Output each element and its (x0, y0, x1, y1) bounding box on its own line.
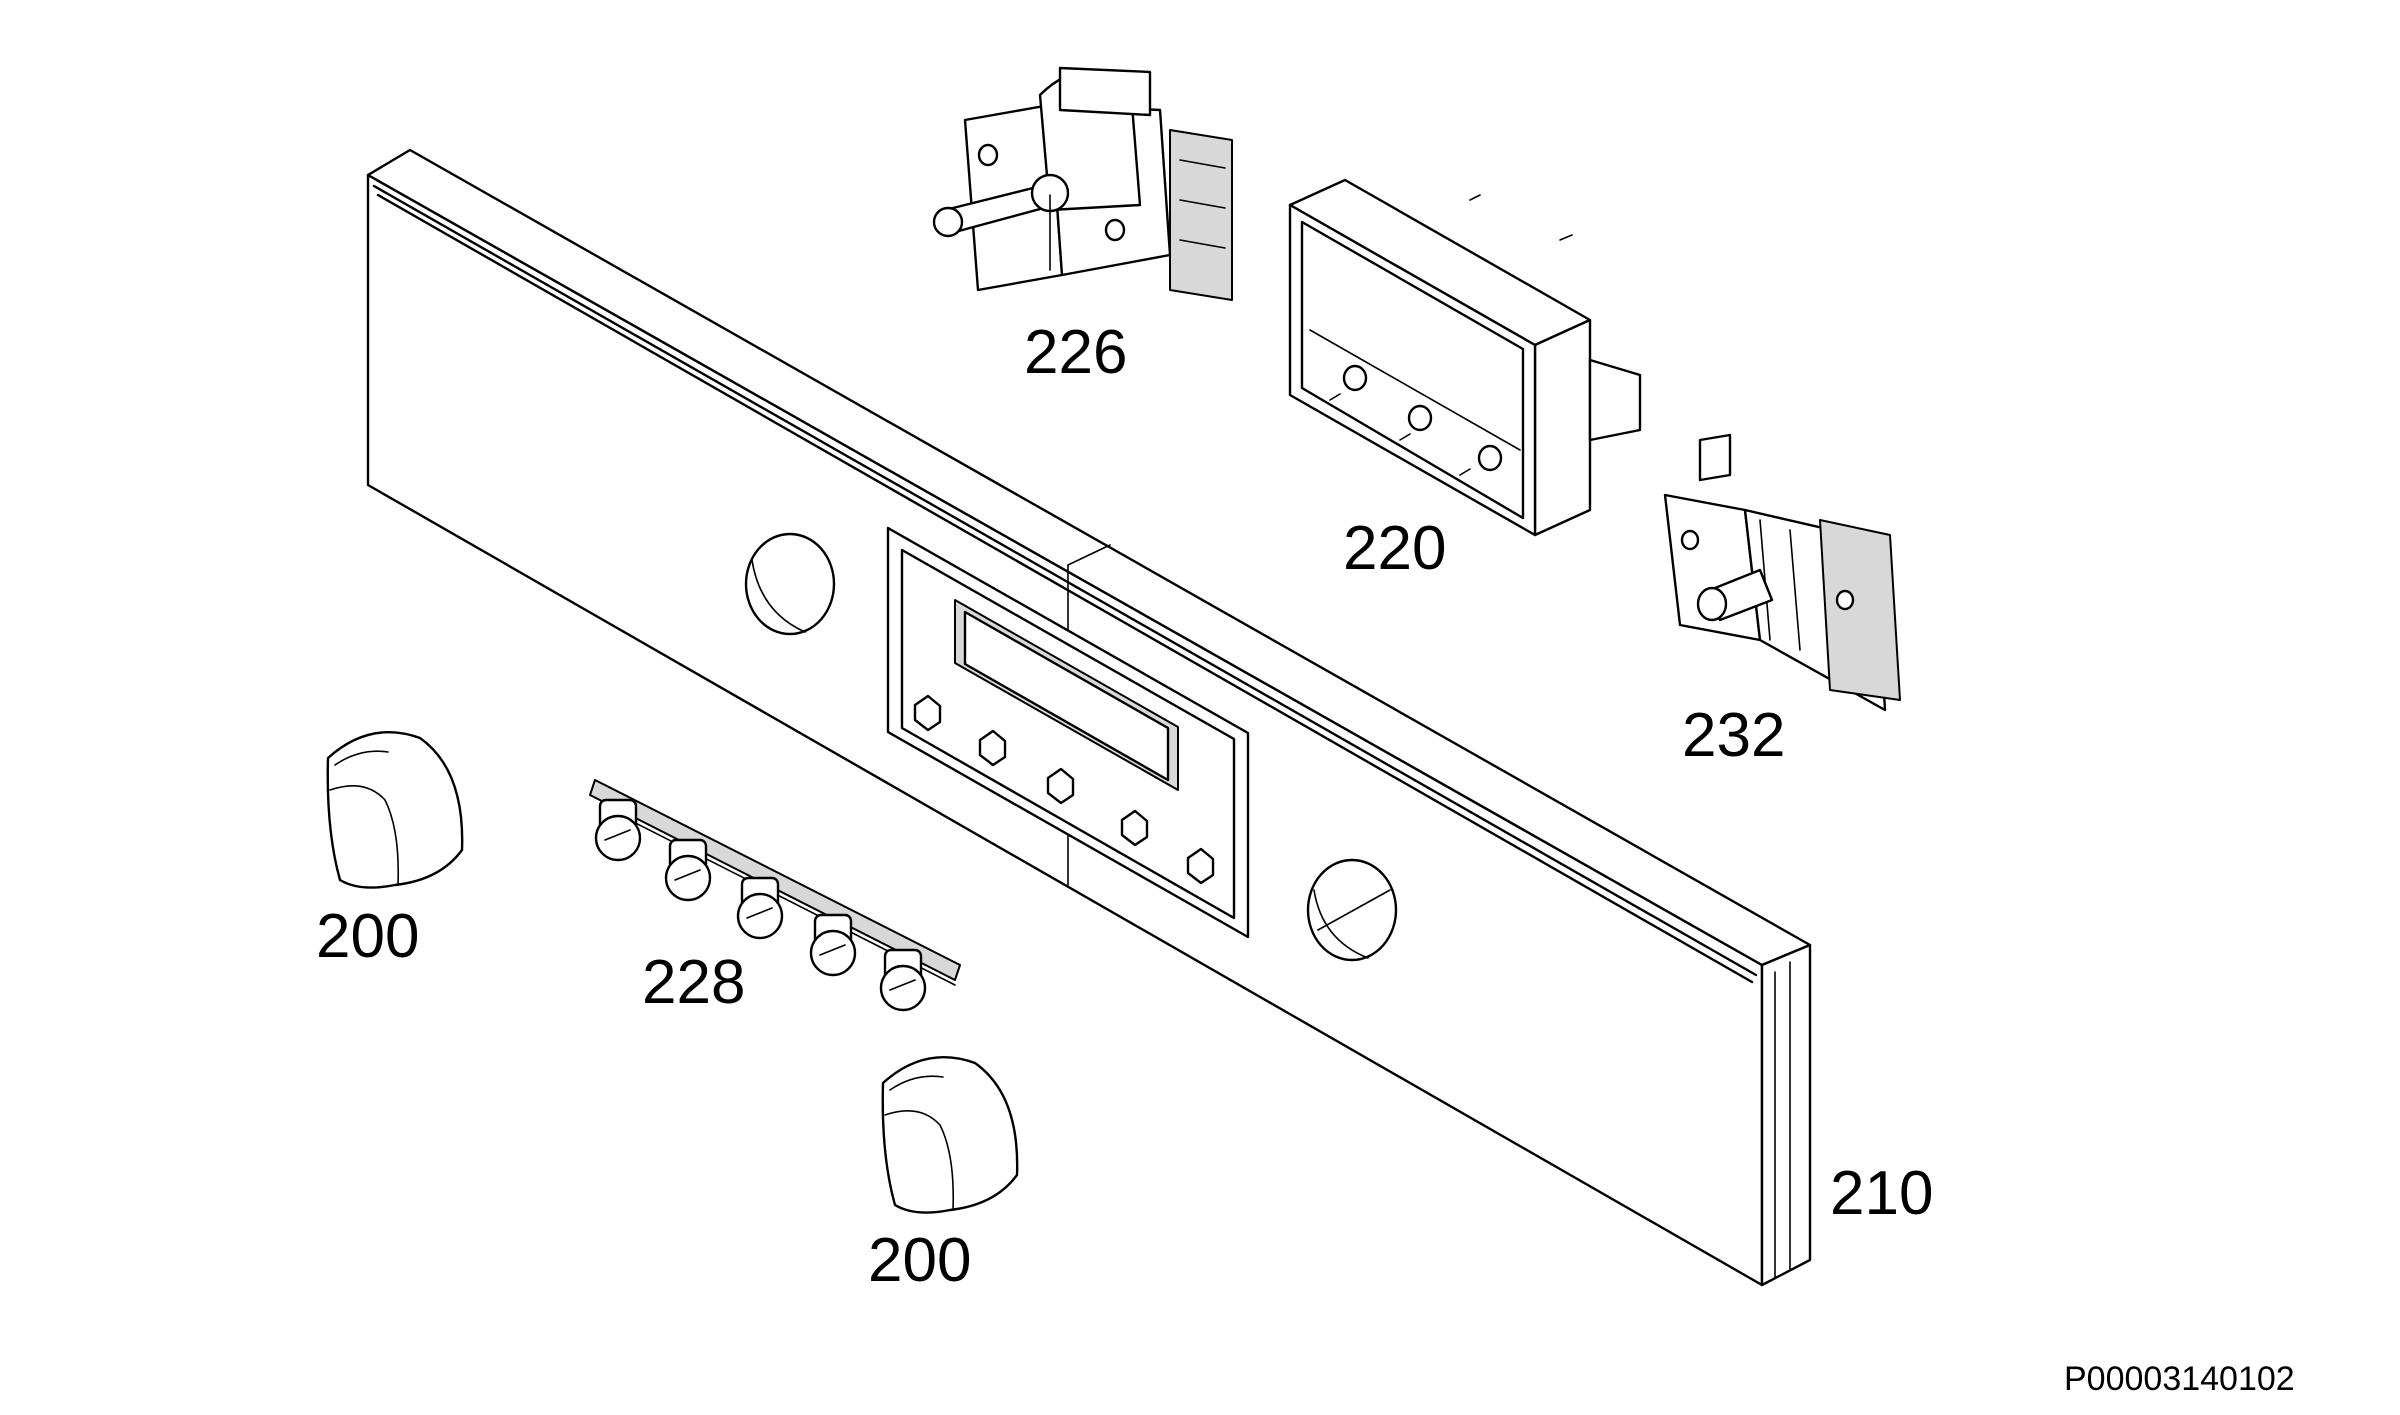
label-226: 226 (1024, 318, 1128, 387)
panel-buttons (913, 694, 1215, 885)
knob-200-left (326, 731, 464, 889)
knob-hole-right (1306, 858, 1398, 962)
label-220: 220 (1343, 514, 1447, 583)
strip-button-4 (809, 913, 857, 977)
strip-button-1 (594, 798, 642, 862)
label-210: 210 (1830, 1159, 1934, 1228)
control-panel-210 (366, 148, 1812, 1287)
label-200-left: 200 (316, 902, 420, 971)
strip-button-5 (879, 948, 927, 1012)
knob-hole-left (744, 532, 836, 636)
label-228: 228 (642, 948, 746, 1017)
label-232: 232 (1682, 701, 1786, 770)
display-housing-220 (1288, 178, 1642, 537)
strip-button-3 (736, 876, 784, 940)
knob-200-bottom (881, 1056, 1019, 1214)
button-strip-228 (589, 779, 961, 1012)
thermostat-switch-232 (1663, 433, 1901, 712)
label-200-bottom: 200 (868, 1226, 972, 1295)
drawing-code: P00003140102 (2064, 1360, 2295, 1398)
display-window (886, 526, 1250, 939)
selector-switch-226 (932, 66, 1233, 301)
strip-button-2 (664, 838, 712, 902)
